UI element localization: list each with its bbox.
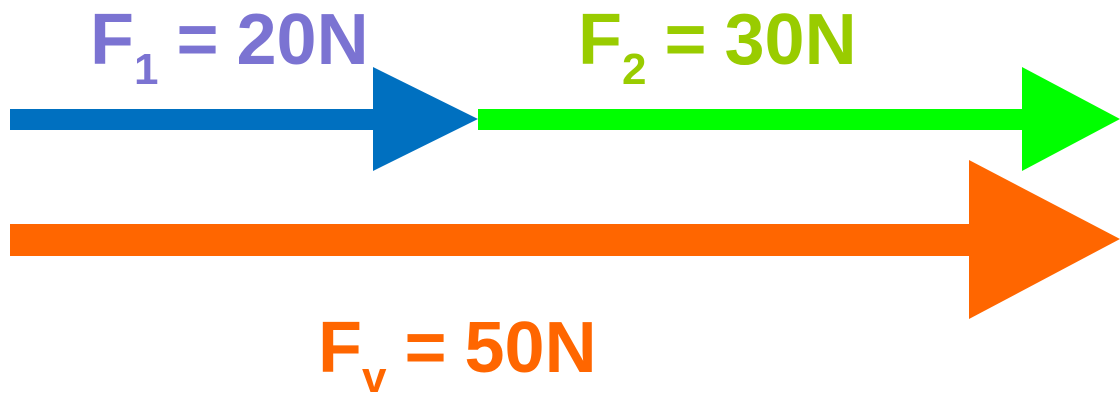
resultant-force-symbol: F	[318, 308, 362, 388]
resultant-force-arrow-shaft	[10, 224, 973, 256]
force-1-symbol: F	[90, 0, 134, 80]
force-2-unit: N	[805, 0, 857, 80]
force-1-value: 20	[237, 0, 317, 80]
force-1-label: F1 =20N	[90, 0, 369, 94]
resultant-force-arrow-head	[969, 160, 1120, 319]
resultant-force-label: Fv =50N	[318, 308, 597, 399]
force-2-arrow	[478, 67, 1120, 171]
force-2-arrow-shaft	[478, 109, 1026, 130]
force-2-arrow-head	[1022, 67, 1120, 171]
force-1-arrow-shaft	[10, 109, 376, 130]
resultant-force-subscript: v	[362, 353, 387, 399]
force-2-subscript: 2	[622, 45, 646, 94]
resultant-force-unit: N	[545, 308, 597, 388]
force-2-symbol: F	[578, 0, 622, 80]
force-1-unit: N	[317, 0, 369, 80]
force-2-equals: =	[664, 0, 706, 80]
force-2-value: 30	[725, 0, 805, 80]
resultant-force-equals: =	[404, 308, 446, 388]
resultant-force-arrow	[10, 160, 1120, 319]
resultant-force-value: 50	[465, 308, 545, 388]
force-1-subscript: 1	[134, 45, 158, 94]
force-1-arrow	[10, 67, 478, 171]
force-1-arrow-head	[373, 67, 478, 171]
force-1-equals: =	[176, 0, 218, 80]
force-2-label: F2 =30N	[578, 0, 857, 94]
